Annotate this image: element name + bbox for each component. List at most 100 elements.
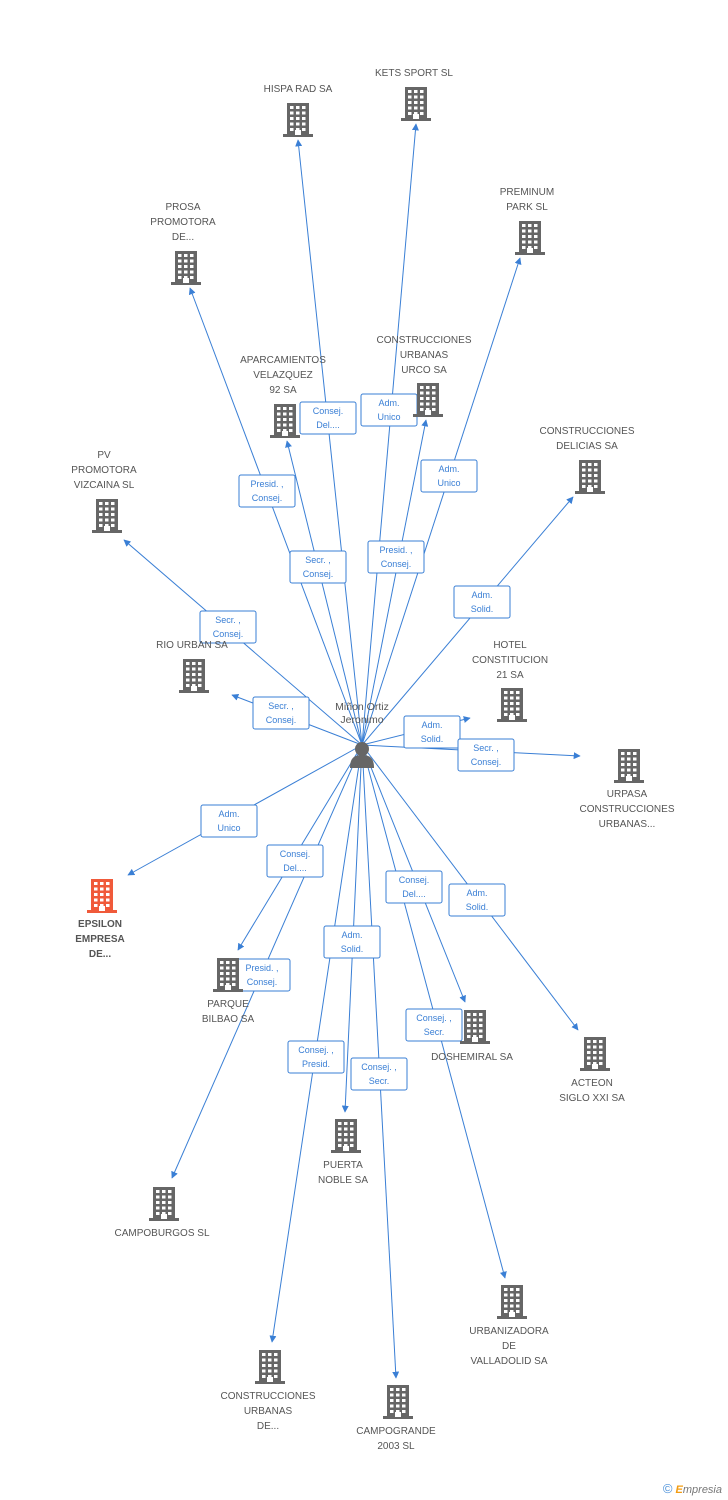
role-box-doshemiral[interactable]: Consej.Del.... <box>385 870 443 904</box>
company-label-line: PROMOTORA <box>71 465 137 476</box>
role-text-line: Solid. <box>421 734 444 744</box>
role-text-line: Unico <box>217 823 240 833</box>
company-node-kets-sport[interactable]: KETS SPORT SL <box>375 68 453 121</box>
role-box-urpasa[interactable]: Secr. , Consej. <box>457 738 515 772</box>
company-node-construcciones-urbanas-de[interactable]: CONSTRUCCIONESURBANASDE... <box>220 1350 316 1432</box>
role-text-line: Consej. <box>213 629 244 639</box>
company-label-line: DE <box>502 1341 516 1352</box>
role-box-urbanizadora-valladolid[interactable]: Consej. ,Secr. <box>405 1008 463 1042</box>
company-label-line: CONSTRUCCIONES <box>579 804 674 815</box>
role-box-campogrande[interactable]: Consej. ,Secr. <box>350 1057 408 1091</box>
edge-line-kets-sport <box>361 123 419 746</box>
role-box-kets-sport[interactable]: Adm.Unico <box>360 393 418 427</box>
role-text-line: Secr. , <box>473 743 499 753</box>
company-node-doshemiral[interactable]: DOSHEMIRAL SA <box>431 1010 513 1063</box>
company-node-campoburgos[interactable]: CAMPOBURGOS SL <box>114 1187 210 1239</box>
role-box-construcciones-urbanas-de[interactable]: Consej. ,Presid. <box>287 1040 345 1074</box>
building-icon <box>460 1010 490 1044</box>
company-label-line: PV <box>97 450 111 461</box>
company-label-line: APARCAMIENTOS <box>240 355 326 366</box>
role-box-construcciones-urbanas-urco[interactable]: Presid. ,Consej. <box>367 540 425 574</box>
company-label-line: PARK SL <box>506 202 548 213</box>
building-icon <box>171 251 201 285</box>
role-box-campoburgos[interactable]: Presid. ,Consej. <box>233 958 291 992</box>
edge-line-construcciones-delicias <box>361 496 574 746</box>
company-label-line: 92 SA <box>269 385 297 396</box>
role-text-line: Secr. , <box>268 701 294 711</box>
role-text-line: Solid. <box>341 944 364 954</box>
person-label-line-2: Jeronimo <box>340 714 383 726</box>
role-text-line: Consej. , <box>361 1062 397 1072</box>
company-label-line: URPASA <box>607 789 648 800</box>
company-label-line: DE... <box>172 232 194 243</box>
building-icon <box>575 460 605 494</box>
person-icon <box>350 742 374 768</box>
company-label-line: CONSTITUCION <box>472 655 548 666</box>
company-label-line: VALLADOLID SA <box>470 1356 547 1367</box>
role-text-line: Consej. <box>313 406 344 416</box>
role-boxes-layer: Consej.Del....Adm.UnicoAdm.UnicoPresid. … <box>199 393 515 1091</box>
role-text-line: Presid. , <box>379 545 412 555</box>
role-box-rio-urban[interactable]: Secr. , Consej. <box>252 696 310 730</box>
building-icon <box>497 1285 527 1319</box>
company-node-urpasa[interactable]: URPASA CONSTRUCCIONES URBANAS... <box>579 749 675 830</box>
role-box-puerta-noble[interactable]: Adm. Solid. <box>323 925 381 959</box>
role-box-prosa-promotora[interactable]: Presid. ,Consej. <box>238 474 296 508</box>
role-text-line: Consej. <box>399 875 430 885</box>
role-text-line: Consej. <box>303 569 334 579</box>
role-box-aparcamientos-velazquez[interactable]: Secr. ,Consej. <box>289 550 347 584</box>
role-box-acteon[interactable]: Adm.Solid. <box>448 883 506 917</box>
role-box-epsilon[interactable]: Adm. Unico <box>200 804 258 838</box>
building-icon <box>401 87 431 121</box>
company-label-line: SIGLO XXI SA <box>559 1093 625 1104</box>
company-label-line: CONSTRUCCIONES <box>376 335 471 346</box>
company-node-rio-urban[interactable]: RIO URBAN SA <box>156 640 228 693</box>
role-box-hispa-rad[interactable]: Consej.Del.... <box>299 401 357 435</box>
role-text-line: Secr. <box>424 1027 445 1037</box>
role-text-line: Consej. <box>280 849 311 859</box>
building-icon <box>283 103 313 137</box>
role-text-line: Secr. , <box>215 615 241 625</box>
company-label-line: URBANAS <box>400 350 449 361</box>
person-node[interactable]: Miñon Ortiz Jeronimo <box>335 701 389 768</box>
role-text-line: Adm. <box>218 809 239 819</box>
edge-line-hispa-rad <box>295 139 363 746</box>
role-box-construcciones-delicias[interactable]: Adm.Solid. <box>453 585 511 619</box>
company-node-hispa-rad[interactable]: HISPA RAD SA <box>264 84 333 137</box>
brand-logo-name: mpresia <box>682 1484 722 1496</box>
building-icon <box>270 404 300 438</box>
role-text-line: Adm. <box>341 930 362 940</box>
company-node-prosa-promotora[interactable]: PROSAPROMOTORADE... <box>150 202 216 285</box>
role-text-line: Consej. <box>266 715 297 725</box>
company-label-line: 2003 SL <box>377 1441 415 1452</box>
footer-brand: © Empresia <box>663 1481 722 1496</box>
company-label-line: 21 SA <box>496 670 524 681</box>
role-text-line: Consej. <box>471 757 502 767</box>
edge-line-prosa-promotora <box>188 287 363 746</box>
company-label-line: URBANAS... <box>599 819 656 830</box>
building-icon <box>383 1385 413 1419</box>
role-box-pv-promotora-vizcaina[interactable]: Secr. , Consej. <box>199 610 257 644</box>
role-box-parque-bilbao[interactable]: Consej.Del.... <box>266 844 324 878</box>
role-box-hotel-constitucion[interactable]: Adm.Solid. <box>403 715 461 749</box>
edge-line-preminum-park <box>361 257 522 746</box>
building-icon <box>331 1119 361 1153</box>
company-label-line: CAMPOBURGOS SL <box>114 1228 209 1239</box>
role-text-line: Adm. <box>466 888 487 898</box>
company-label-line: URBANAS <box>244 1406 293 1417</box>
company-node-epsilon[interactable]: EPSILONEMPRESADE... <box>75 879 125 960</box>
role-text-line: Presid. , <box>245 963 278 973</box>
role-box-preminum-park[interactable]: Adm.Unico <box>420 459 478 493</box>
building-icon <box>87 879 117 913</box>
